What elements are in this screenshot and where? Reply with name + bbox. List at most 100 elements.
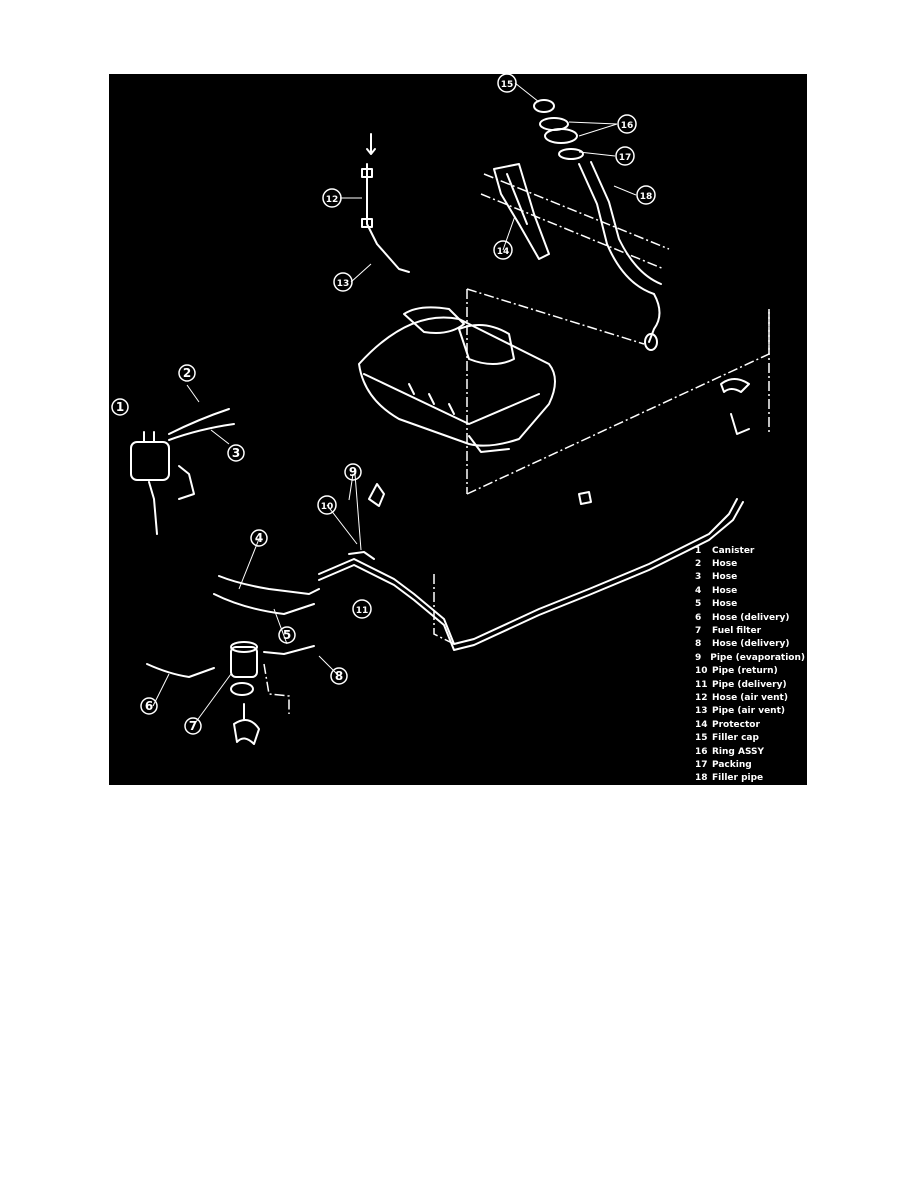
callout-4: 4: [250, 529, 268, 547]
legend-label: Hose (delivery): [712, 639, 790, 650]
filler-pipe: [578, 161, 662, 351]
legend-label: Hose: [712, 585, 738, 596]
legend-number: 18: [695, 773, 708, 784]
legend-label: Filler cap: [712, 733, 759, 744]
callout-5: 5: [278, 626, 296, 644]
legend-number: 7: [695, 626, 702, 637]
legend-label: Pipe (delivery): [712, 679, 787, 690]
legend-number: 2: [695, 559, 702, 570]
callout-11: 11: [352, 599, 372, 619]
clips: [368, 378, 750, 507]
svg-text:14: 14: [497, 247, 510, 257]
svg-text:16: 16: [621, 121, 634, 131]
legend-row: 4 Hose: [695, 584, 805, 597]
legend-row: 1 Canister: [695, 544, 805, 557]
legend-number: 8: [695, 639, 702, 650]
legend-row: 9 Pipe (evaporation): [695, 651, 805, 664]
leader-lines: [152, 82, 637, 727]
svg-text:11: 11: [356, 606, 369, 616]
callout-3: 3: [227, 444, 245, 462]
main-pipes: [318, 498, 744, 651]
svg-text:18: 18: [640, 192, 653, 202]
legend-number: 9: [695, 652, 702, 663]
legend-row: 11 Pipe (delivery): [695, 678, 805, 691]
legend-label: Pipe (air vent): [712, 706, 785, 717]
callout-7: 7: [184, 717, 202, 735]
legend-number: 1: [695, 545, 702, 556]
callout-6: 6: [140, 697, 158, 715]
legend-label: Filler pipe: [712, 773, 764, 784]
fuel-tank: [358, 306, 556, 453]
svg-text:10: 10: [321, 502, 334, 512]
callout-13: 13: [333, 272, 353, 292]
legend-row: 15 Filler cap: [695, 731, 805, 744]
legend-label: Canister: [712, 545, 755, 556]
callout-8: 8: [330, 667, 348, 685]
fuel-filter: [146, 641, 315, 745]
legend-label: Protector: [712, 719, 760, 730]
svg-text:5: 5: [283, 628, 291, 642]
legend-row: 16 Ring ASSY: [695, 745, 805, 758]
svg-text:2: 2: [183, 366, 191, 380]
svg-text:13: 13: [337, 279, 350, 289]
svg-text:7: 7: [189, 719, 197, 733]
hoses-4-5: [213, 575, 320, 615]
svg-text:9: 9: [349, 465, 357, 479]
legend-number: 12: [695, 692, 708, 703]
svg-text:8: 8: [335, 669, 343, 683]
svg-text:15: 15: [501, 80, 514, 90]
legend-label: Hose: [712, 599, 738, 610]
legend-label: Pipe (return): [712, 666, 778, 677]
legend-row: 18 Filler pipe: [695, 772, 805, 785]
callout-10: 10: [317, 495, 337, 515]
callout-12: 12: [322, 188, 342, 208]
legend-label: Hose: [712, 572, 738, 583]
callout-17: 17: [615, 146, 635, 166]
legend-row: 14 Protector: [695, 718, 805, 731]
legend-number: 13: [695, 706, 708, 717]
legend-number: 5: [695, 599, 702, 610]
callout-18: 18: [636, 185, 656, 205]
callout-9: 9: [344, 463, 362, 481]
protector: [493, 163, 550, 260]
legend-number: 16: [695, 746, 708, 757]
svg-text:1: 1: [116, 400, 124, 414]
legend-number: 6: [695, 612, 702, 623]
legend-row: 13 Pipe (air vent): [695, 705, 805, 718]
air-vent-line: [361, 133, 410, 273]
callout-15: 15: [497, 74, 517, 93]
legend-number: 10: [695, 666, 708, 677]
svg-text:6: 6: [145, 699, 153, 713]
canister: [130, 408, 235, 535]
callout-14: 14: [493, 240, 513, 260]
callout-16: 16: [617, 114, 637, 134]
legend-number: 4: [695, 585, 702, 596]
callout-1: 1: [111, 398, 129, 416]
legend-row: 5 Hose: [695, 598, 805, 611]
legend-label: Hose (delivery): [712, 612, 790, 623]
svg-text:4: 4: [255, 531, 263, 545]
svg-text:3: 3: [232, 446, 240, 460]
legend-row: 8 Hose (delivery): [695, 638, 805, 651]
legend-number: 14: [695, 719, 708, 730]
legend-label: Fuel filter: [712, 626, 762, 637]
legend-number: 3: [695, 572, 702, 583]
legend-number: 11: [695, 679, 708, 690]
fuel-system-diagram: 1 2 3 4 5 6 7 8 9 10 11 12 13 14 15 16 1…: [109, 74, 807, 785]
legend-row: 2 Hose: [695, 557, 805, 570]
legend-number: 17: [695, 759, 708, 770]
legend-label: Packing: [712, 759, 752, 770]
legend-number: 15: [695, 733, 708, 744]
legend-label: Hose: [712, 559, 738, 570]
svg-text:17: 17: [619, 153, 632, 163]
legend-label: Ring ASSY: [712, 746, 765, 757]
legend-row: 3 Hose: [695, 571, 805, 584]
svg-text:12: 12: [326, 195, 339, 205]
legend-row: 6 Hose (delivery): [695, 611, 805, 624]
legend-row: 10 Pipe (return): [695, 665, 805, 678]
legend-row: 7 Fuel filter: [695, 624, 805, 637]
callout-2: 2: [178, 364, 196, 382]
legend-label: Pipe (evaporation): [710, 652, 805, 663]
